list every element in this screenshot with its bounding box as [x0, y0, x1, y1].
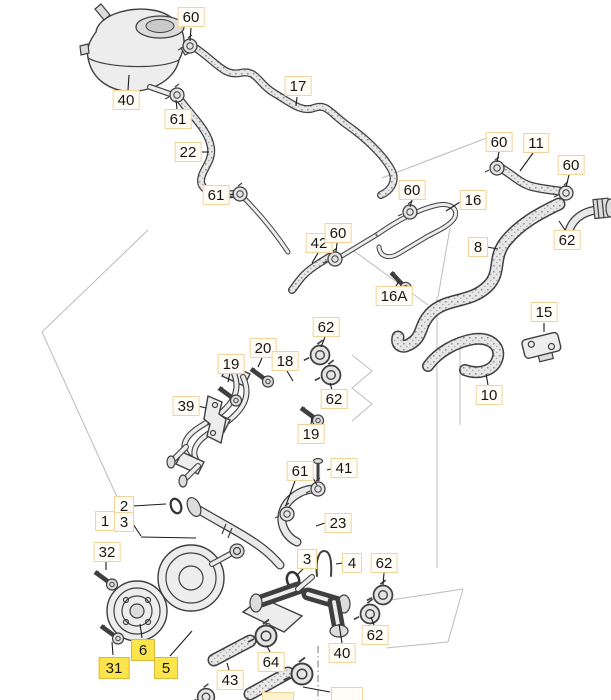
callout-3-b[interactable]: 3: [297, 549, 317, 569]
callout-31-highlighted[interactable]: 31: [98, 657, 130, 679]
callout-41[interactable]: 41: [330, 458, 358, 478]
callout-16A[interactable]: 16A: [375, 286, 413, 306]
callout-32[interactable]: 32: [93, 542, 121, 562]
callout-60-a[interactable]: 60: [177, 7, 205, 27]
callout-62-b[interactable]: 62: [312, 317, 340, 337]
callout-60-d[interactable]: 60: [557, 155, 585, 175]
callout-17[interactable]: 17: [284, 76, 312, 96]
callout-60-e[interactable]: 60: [324, 223, 352, 243]
callout-39[interactable]: 39: [172, 396, 200, 416]
callout-23[interactable]: 23: [324, 513, 352, 533]
callout-19-b[interactable]: 19: [297, 424, 325, 444]
callout-62-a[interactable]: 62: [553, 230, 581, 250]
pipe-assembly-18: [166, 363, 251, 488]
callout-16[interactable]: 16: [459, 190, 487, 210]
callout-40-a[interactable]: 40: [112, 90, 140, 110]
hose-10: [422, 332, 505, 379]
callout-partial-left[interactable]: [262, 692, 294, 700]
callout-20[interactable]: 20: [249, 338, 277, 358]
expansion-tank: [79, 3, 199, 98]
callout-5-highlighted[interactable]: 5: [154, 657, 178, 679]
callout-1[interactable]: 1: [95, 511, 115, 531]
callout-22[interactable]: 22: [174, 142, 202, 162]
callout-62-d[interactable]: 62: [370, 553, 398, 573]
callout-8[interactable]: 8: [468, 237, 488, 257]
callout-64[interactable]: 64: [257, 652, 285, 672]
callout-61-c[interactable]: 61: [286, 461, 314, 481]
callout-60-b[interactable]: 60: [398, 180, 426, 200]
callout-10[interactable]: 10: [475, 385, 503, 405]
hose-17: [193, 45, 398, 199]
callout-3-a[interactable]: 3: [114, 512, 134, 532]
o-ring-2: [169, 497, 183, 515]
bracket-15: [521, 331, 562, 363]
callout-60-c[interactable]: 60: [485, 132, 513, 152]
callout-43[interactable]: 43: [216, 670, 244, 690]
callout-15[interactable]: 15: [530, 302, 558, 322]
callout-18[interactable]: 18: [271, 351, 299, 371]
reference-lines: [41, 135, 493, 649]
callout-11[interactable]: 11: [523, 133, 549, 153]
clip-4: [315, 550, 333, 577]
hose-11: [494, 162, 570, 197]
pin-41: [312, 457, 324, 481]
pulley-6: [106, 580, 168, 642]
bracket-39: [203, 395, 227, 445]
callout-40-b[interactable]: 40: [328, 643, 356, 663]
callout-61-b[interactable]: 61: [202, 185, 230, 205]
hose-43: [207, 634, 295, 700]
callout-61-a[interactable]: 61: [164, 109, 192, 129]
elbow-hose-62: [564, 197, 611, 236]
water-pump-5: [157, 543, 245, 612]
callout-6-highlighted[interactable]: 6: [131, 639, 155, 661]
callout-partial-right[interactable]: [331, 687, 363, 700]
callout-2[interactable]: 2: [114, 496, 134, 516]
callout-62-c[interactable]: 62: [320, 389, 348, 409]
leader-lines: [105, 27, 570, 693]
hose-42: [288, 252, 335, 294]
callout-19-a[interactable]: 19: [217, 354, 245, 374]
callout-4[interactable]: 4: [342, 553, 362, 573]
callout-62-e[interactable]: 62: [361, 625, 389, 645]
coolant-pipe-1: [186, 496, 285, 570]
hose-8: [391, 197, 566, 353]
